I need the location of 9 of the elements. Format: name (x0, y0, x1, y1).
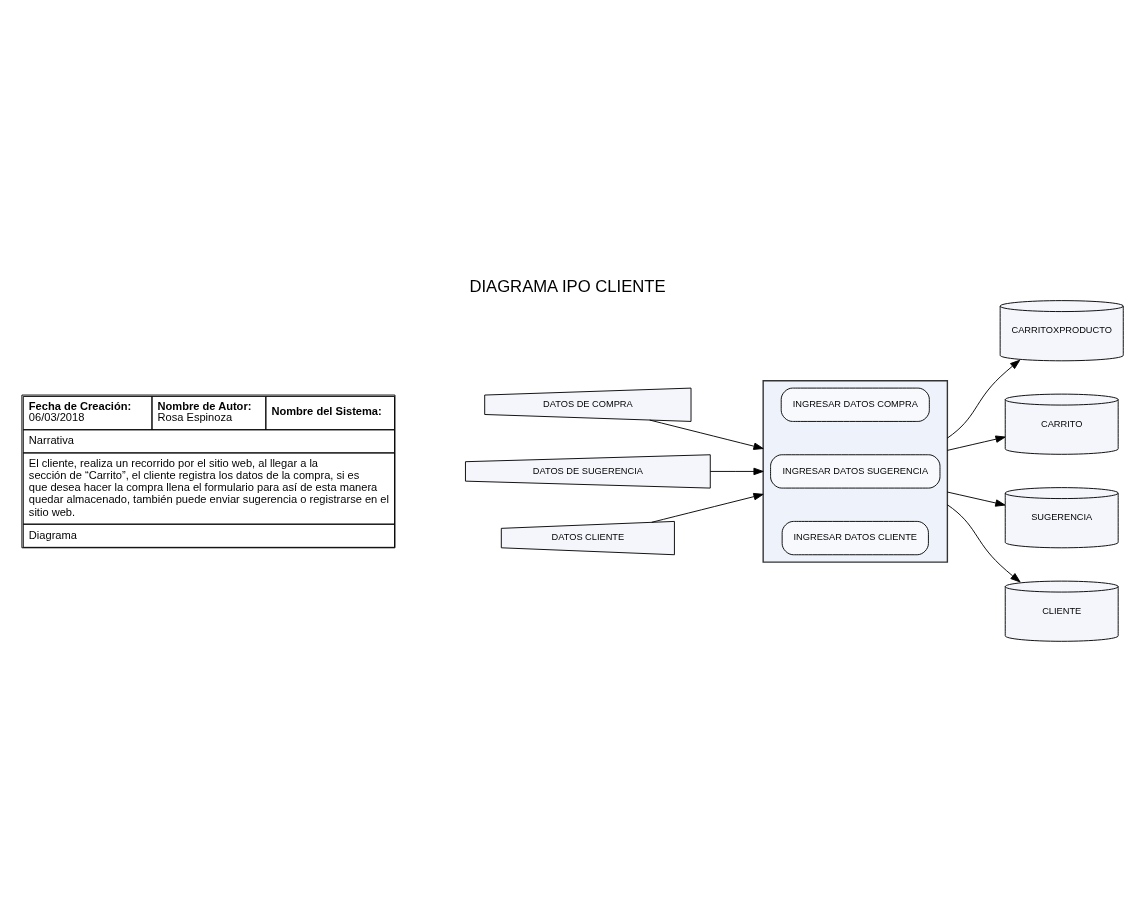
label: Nombre de Autor: (157, 399, 252, 412)
label: Diagrama (28, 528, 77, 541)
label: Rosa Espinoza (157, 411, 233, 424)
label: 06/03/2018 (28, 411, 85, 424)
label: Nombre del Sistema: (271, 405, 382, 418)
diagram-title: DIAGRAMA IPO CLIENTE (469, 276, 666, 296)
label: Narrativa (28, 434, 74, 447)
label: Fecha de Creación: (28, 399, 132, 412)
label: El cliente, realiza un recorrido por el sitio web, al llegar a la sección de “Carrito”, el cliente registra los datos de la compra, si es que desea hacer la compra llena el formulario para así de esta manera quedar almacenado, también puede enviar sugerencia o registrarse en el sitio web. (28, 457, 390, 518)
